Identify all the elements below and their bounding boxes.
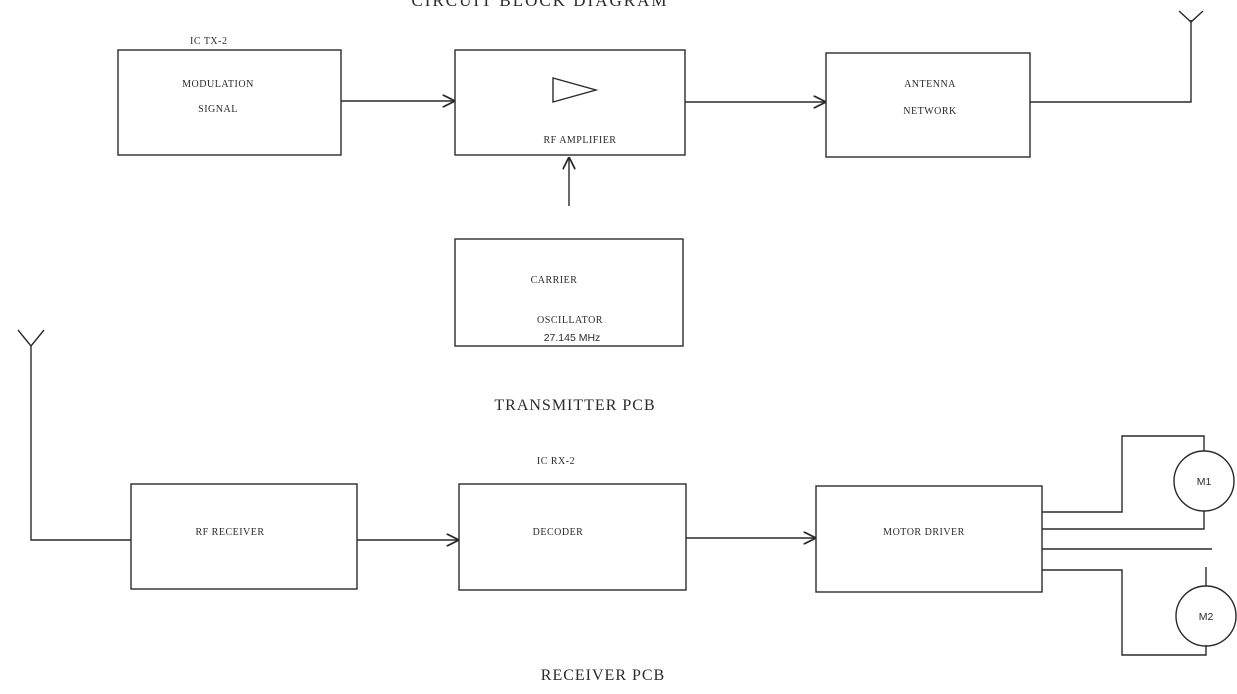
carrier-oscillator-block: CARRIER OSCILLATOR 27.145 MHz (454, 238, 684, 347)
decoder-block: DECODER (458, 483, 687, 591)
wire-from-rx-antenna (30, 346, 131, 541)
motor-driver-label: MOTOR DRIVER (883, 527, 965, 538)
wire-m1-bottom (1042, 511, 1205, 530)
carrier-label-line1: CARRIER (531, 275, 578, 286)
amplifier-triangle-icon (552, 77, 599, 103)
rf-receiver-label: RF RECEIVER (195, 527, 264, 538)
receiver-pcb-label: RECEIVER PCB (541, 667, 665, 684)
rf-amplifier-label: RF AMPLIFIER (544, 135, 617, 146)
modulation-label-line1: MODULATION (182, 79, 254, 90)
transmitter-pcb-label: TRANSMITTER PCB (494, 397, 655, 414)
modulation-label-line2: SIGNAL (198, 104, 238, 115)
antenna-label-line2: NETWORK (903, 106, 957, 117)
diagram-title: CIRCUIT BLOCK DIAGRAM (411, 0, 668, 10)
motor-m1-icon (1173, 450, 1235, 512)
motor-driver-block: MOTOR DRIVER (815, 485, 1043, 593)
rx-antenna-icon (17, 329, 45, 348)
motor-m2-icon (1175, 585, 1237, 647)
antenna-label-line1: ANTENNA (904, 79, 956, 90)
rx-ic-label: IC RX-2 (537, 456, 575, 467)
wire-to-tx-antenna (1030, 20, 1192, 103)
rf-receiver-block: RF RECEIVER (130, 483, 358, 590)
motor-m1: M1 (1173, 450, 1235, 512)
carrier-label-line2: OSCILLATOR (537, 315, 603, 326)
tx-antenna-icon (1178, 10, 1204, 23)
carrier-frequency: 27.145 MHz (544, 332, 601, 344)
wire-m1-top (1042, 435, 1205, 513)
motor-m1-label: M1 (1197, 476, 1212, 488)
rf-amplifier-block: RF AMPLIFIER (454, 49, 686, 156)
wire-m2-bottom (1042, 569, 1207, 656)
motor-m2-label: M2 (1199, 611, 1214, 623)
motor-m2: M2 (1175, 585, 1237, 647)
antenna-network-block: ANTENNA NETWORK (825, 52, 1031, 158)
tx-ic-label: IC TX-2 (190, 36, 227, 47)
decoder-label: DECODER (533, 527, 584, 538)
modulation-signal-block: MODULATION SIGNAL (117, 49, 342, 156)
